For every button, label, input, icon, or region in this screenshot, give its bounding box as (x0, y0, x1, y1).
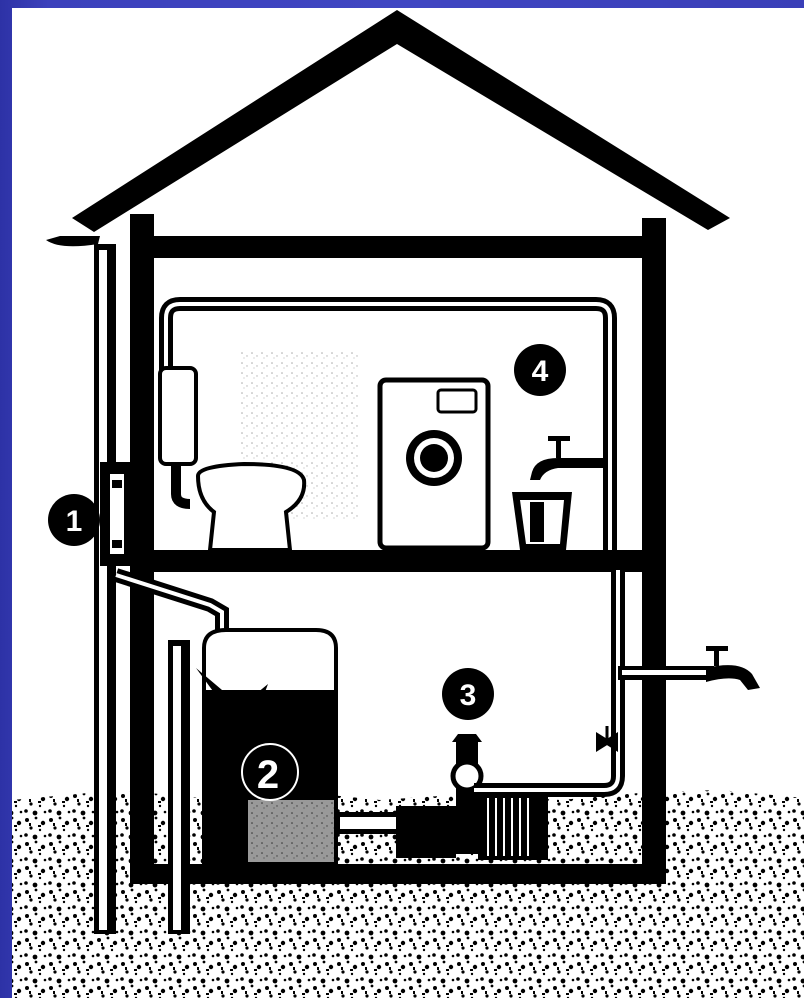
gutter-downpipe (46, 236, 190, 934)
callout-1-label: 1 (66, 505, 83, 538)
callout-2: 2 (241, 743, 299, 801)
callout-4-label: 4 (532, 355, 549, 388)
washing-machine (377, 377, 491, 551)
toilet (158, 366, 307, 552)
storage-tank (196, 628, 338, 866)
callout-2-label: 2 (257, 753, 279, 797)
inflow-pipe (113, 568, 229, 640)
outdoor-tap (618, 646, 760, 690)
bucket (512, 492, 572, 550)
house-structure (130, 214, 666, 884)
roof (72, 10, 730, 232)
indoor-tap (530, 436, 604, 480)
valve (596, 726, 618, 752)
callout-3: 3 (442, 668, 494, 720)
callout-4: 4 (514, 344, 566, 396)
pump-assembly (336, 570, 625, 860)
callout-1: 1 (48, 494, 100, 546)
callout-3-label: 3 (460, 679, 477, 712)
upper-pipe (159, 297, 617, 550)
rain-filter (100, 462, 134, 566)
